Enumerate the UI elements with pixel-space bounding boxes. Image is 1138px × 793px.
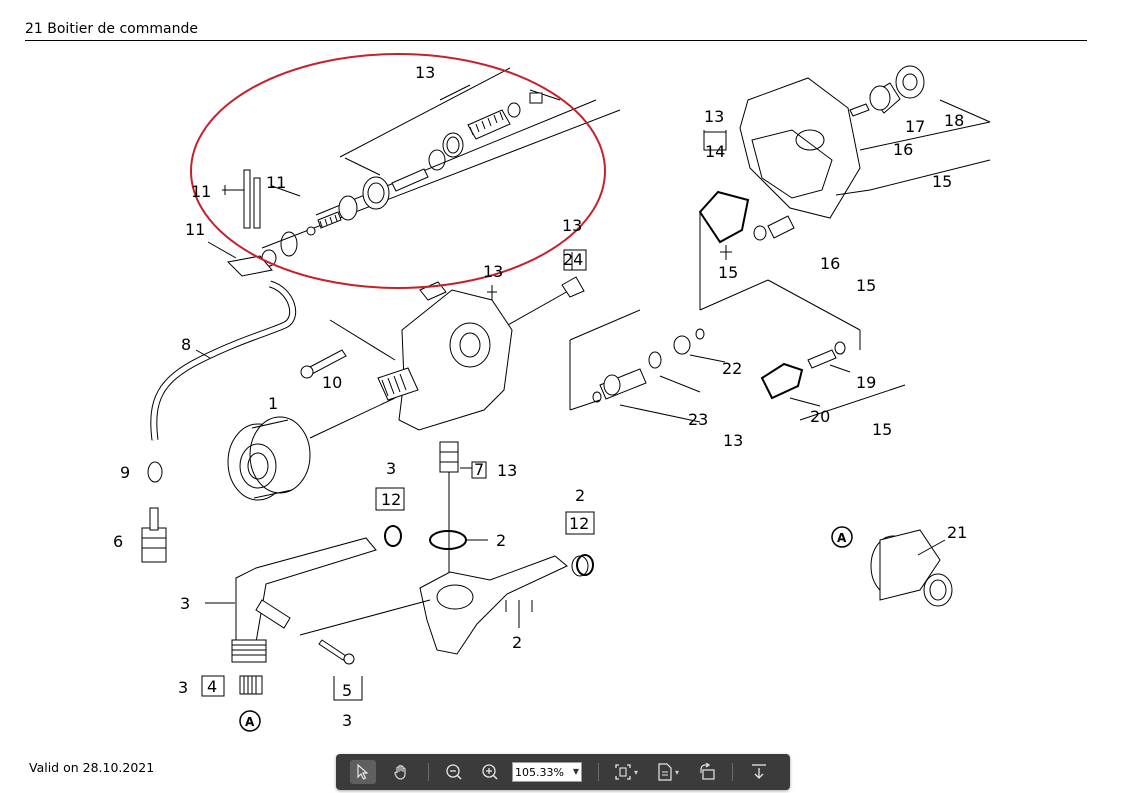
clip-24-part <box>561 252 585 298</box>
seal-20-part <box>760 362 821 407</box>
manifold-3-part <box>205 525 431 695</box>
valve-23-part <box>569 309 701 423</box>
select-tool-button[interactable] <box>350 760 376 784</box>
callout-13: 13 <box>723 431 743 450</box>
fit-page-button[interactable]: ▾ <box>610 760 642 784</box>
fit-page-icon <box>614 763 632 781</box>
callout-3: 3 <box>342 711 352 730</box>
screw-5-part <box>318 639 355 665</box>
callout-6: 6 <box>113 532 123 551</box>
callout-21: 21 <box>947 523 967 542</box>
valve-7-part <box>439 441 472 580</box>
connector-21-part <box>870 529 953 607</box>
oring-9-part <box>147 461 163 483</box>
page-view-button[interactable]: ▾ <box>652 760 684 784</box>
toolbar-separator <box>598 763 599 781</box>
callout-2: 2 <box>575 486 585 505</box>
zoom-input[interactable] <box>515 765 569 779</box>
spring-19-part <box>799 330 906 421</box>
callout-5: 5 <box>342 681 352 700</box>
callout-11: 11 <box>185 220 205 239</box>
callout-a: A <box>837 531 847 545</box>
rotate-icon <box>698 763 716 781</box>
callout-11: 11 <box>191 182 211 201</box>
header-divider <box>25 40 1087 41</box>
highlight-ellipse <box>190 53 606 289</box>
pump-body-part <box>329 281 571 431</box>
chevron-down-icon[interactable]: ▼ <box>572 767 579 776</box>
zoom-out-button[interactable] <box>442 760 466 784</box>
callout-13: 13 <box>704 107 724 126</box>
download-icon <box>751 763 767 781</box>
callout-15: 15 <box>932 172 952 191</box>
callout-18: 18 <box>944 111 964 130</box>
page-view-icon <box>657 763 673 781</box>
callout-13: 13 <box>497 461 517 480</box>
callout-15: 15 <box>718 263 738 282</box>
callout-9: 9 <box>120 463 130 482</box>
housing-15-part <box>698 65 991 331</box>
manifold-2-part <box>419 554 594 655</box>
chevron-down-icon: ▾ <box>633 767 638 777</box>
rotate-button[interactable] <box>694 760 720 784</box>
callout-16: 16 <box>893 140 913 159</box>
callout-3: 3 <box>386 459 396 478</box>
download-button[interactable] <box>746 760 772 784</box>
hose-part <box>150 280 297 441</box>
chevron-down-icon: ▾ <box>674 767 679 777</box>
callout-13: 13 <box>562 216 582 235</box>
callout-3: 3 <box>178 678 188 697</box>
callout-4: 4 <box>207 677 217 696</box>
callout-14: 14 <box>705 142 725 161</box>
screw-10-part <box>300 349 347 379</box>
zoom-select[interactable]: ▼ <box>512 762 582 782</box>
callout-23: 23 <box>688 410 708 429</box>
filter-part <box>141 507 167 563</box>
oring-2-part <box>429 530 467 550</box>
callout-12: 12 <box>381 490 401 509</box>
callout-7: 7 <box>474 460 484 479</box>
callout-19: 19 <box>856 373 876 392</box>
hand-pan-icon <box>393 764 409 780</box>
toolbar-separator <box>732 763 733 781</box>
zoom-in-button[interactable] <box>478 760 502 784</box>
callout-12: 12 <box>569 514 589 533</box>
hand-tool-button[interactable] <box>388 760 414 784</box>
page-title: 21 Boitier de commande <box>25 21 198 37</box>
zoom-in-icon <box>481 763 499 781</box>
callout-1: 1 <box>268 394 278 413</box>
callout-16: 16 <box>820 254 840 273</box>
callout-2: 2 <box>512 633 522 652</box>
select-cursor-icon <box>356 764 370 780</box>
callout-10: 10 <box>322 373 342 392</box>
cap-22-part <box>673 328 726 363</box>
valve-assembly-part <box>207 67 621 277</box>
callout-13: 13 <box>483 262 503 281</box>
callout-20: 20 <box>810 407 830 426</box>
callout-13-top: 13 <box>415 63 435 82</box>
callout-11: 11 <box>266 173 286 192</box>
zoom-out-icon <box>445 763 463 781</box>
nut-part <box>227 397 396 501</box>
callout-15: 15 <box>856 276 876 295</box>
validity-text: Valid on 28.10.2021 <box>29 760 155 775</box>
callout-a: A <box>245 715 255 729</box>
toolbar-separator <box>428 763 429 781</box>
callout-24: 24 <box>563 250 583 269</box>
callout-17: 17 <box>905 117 925 136</box>
callout-8: 8 <box>181 335 191 354</box>
callout-2: 2 <box>496 531 506 550</box>
callout-22: 22 <box>722 359 742 378</box>
callout-3: 3 <box>180 594 190 613</box>
callout-15: 15 <box>872 420 892 439</box>
